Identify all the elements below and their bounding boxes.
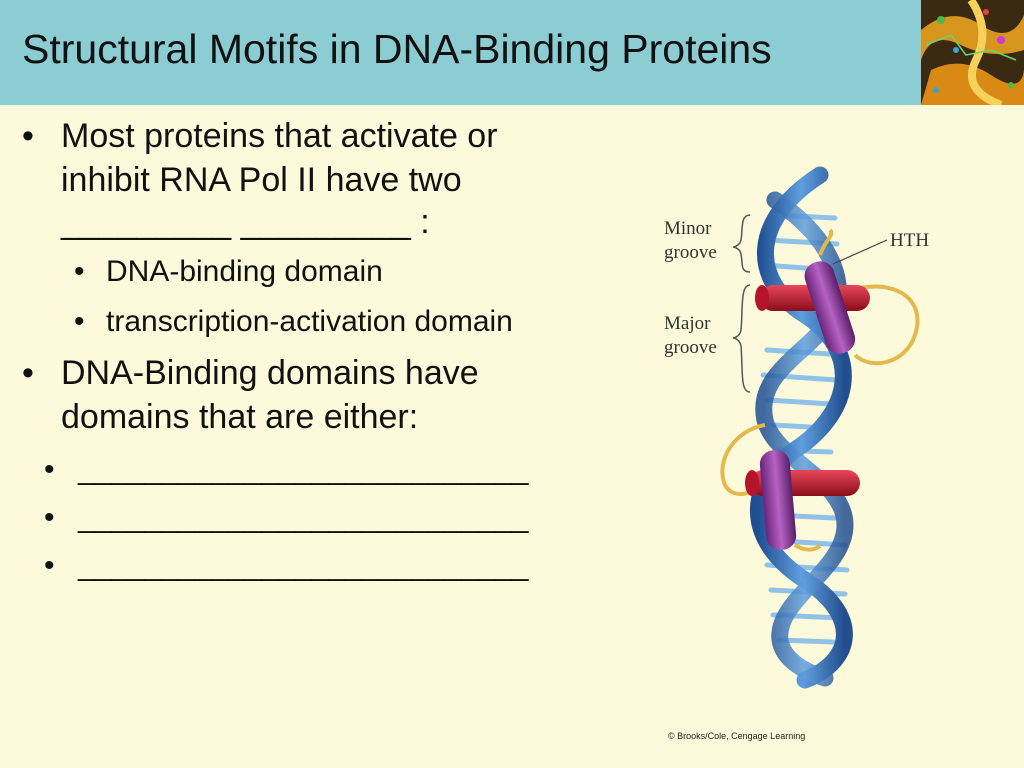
hth-pointer-line [832, 239, 888, 265]
minor-groove-label: groove [664, 242, 717, 263]
fill-in-blank: ___________________________ [78, 501, 529, 534]
bullet-text: Most proteins that activate or [61, 117, 498, 155]
protein-thumbnail-image [921, 0, 1024, 105]
title-bar [0, 0, 1024, 105]
fill-in-blank: ___________________________ [78, 453, 529, 486]
bullet-text: inhibit RNA Pol II have two [61, 161, 462, 199]
major-groove-label: groove [664, 337, 717, 358]
minor-groove-label: Minor [664, 218, 712, 239]
hth-label: HTH [890, 230, 929, 251]
minor-groove-brace [732, 214, 751, 273]
fill-in-blank: _________ _________ : [61, 203, 430, 241]
bullet-text: DNA-Binding domains have [61, 354, 479, 392]
sub-bullet-text: DNA-binding domain [106, 255, 383, 288]
major-groove-label: Major [664, 313, 711, 334]
major-groove-brace [732, 284, 751, 393]
copyright-credit: © Brooks/Cole, Cengage Learning [668, 731, 806, 741]
sub-bullet-text: transcription-activation domain [106, 305, 513, 338]
bullet-list: • Most proteins that activate or inhibit… [22, 117, 529, 582]
slide-title: Structural Motifs in DNA-Binding Protein… [22, 26, 772, 72]
fill-in-blank: ___________________________ [78, 549, 529, 582]
bullet-text: domains that are either: [61, 398, 419, 436]
dna-hth-figure: Minor groove Major groove HTH [664, 166, 929, 689]
hth-motif-upper [755, 228, 920, 366]
hth-motif-lower [720, 423, 860, 552]
